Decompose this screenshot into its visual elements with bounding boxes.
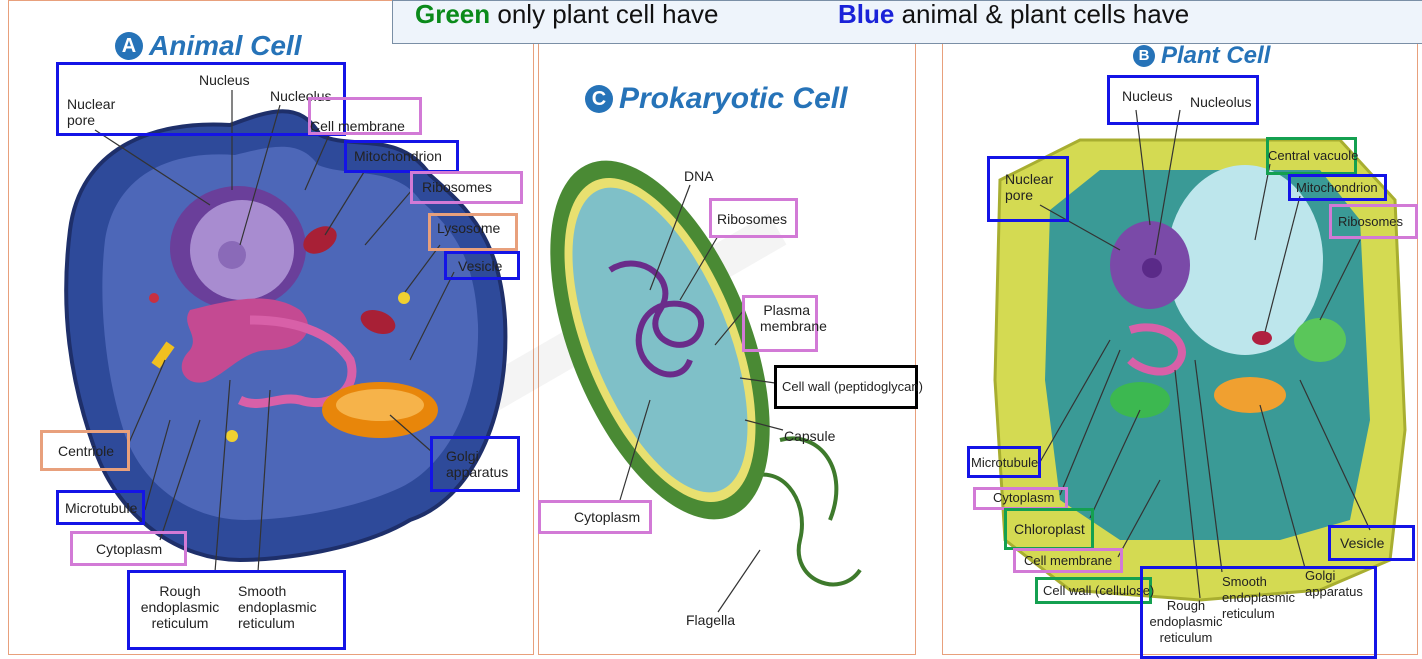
- label-plant-ribosomes: Ribosomes: [1338, 214, 1403, 230]
- prokaryotic-cell-title: CProkaryotic Cell: [585, 82, 847, 116]
- label-animal-smooth-er: Smooth endoplasmic reticulum: [238, 583, 317, 631]
- legend-green-key: Green: [415, 0, 490, 29]
- plant-mitochondrion-drawing: [1252, 331, 1272, 345]
- label-prok-flagella: Flagella: [686, 612, 735, 628]
- animal-badge: A: [115, 32, 143, 60]
- label-animal-golgi: Golgi apparatus: [446, 448, 508, 480]
- label-prok-cell-wall: Cell wall (peptidoglycan): [782, 379, 923, 395]
- label-plant-microtubule: Microtubule: [971, 455, 1038, 471]
- label-plant-chloroplast: Chloroplast: [1014, 521, 1085, 537]
- label-animal-cell-membrane: Cell membrane: [310, 118, 405, 134]
- legend-blue-entry: Blue animal & plant cells have: [838, 0, 1189, 33]
- plant-cell-title: B Plant Cell: [1133, 42, 1270, 70]
- legend-blue-key: Blue: [838, 0, 894, 29]
- color-legend: Green only plant cell have Blue animal &…: [392, 0, 1422, 44]
- plant-title-text: Plant Cell: [1161, 42, 1270, 69]
- label-plant-cytoplasm: Cytoplasm: [993, 490, 1054, 506]
- label-plant-cell-wall: Cell wall (cellulose): [1043, 583, 1154, 599]
- label-plant-central-vacuole: Central vacuole: [1268, 148, 1358, 164]
- label-animal-vesicle: Vesicle: [458, 258, 502, 274]
- label-animal-cytoplasm: Cytoplasm: [96, 541, 162, 557]
- label-plant-cell-membrane: Cell membrane: [1024, 553, 1112, 569]
- label-plant-nuclear-pore: Nuclear pore: [1005, 171, 1053, 203]
- label-animal-lysosome: Lysosome: [437, 220, 500, 236]
- legend-green-text: only plant cell have: [490, 0, 718, 29]
- label-prok-ribosomes: Ribosomes: [717, 211, 787, 227]
- label-plant-vesicle: Vesicle: [1340, 535, 1384, 551]
- label-animal-rough-er: Rough endoplasmic reticulum: [140, 583, 220, 631]
- label-animal-centriole: Centriole: [58, 443, 114, 459]
- chloroplast-drawing-2: [1294, 318, 1346, 362]
- label-plant-nucleus: Nucleus: [1122, 88, 1173, 104]
- label-plant-nucleolus: Nucleolus: [1190, 94, 1251, 110]
- label-prok-dna: DNA: [684, 168, 714, 184]
- plant-nucleolus: [1142, 258, 1162, 278]
- prokaryotic-badge: C: [585, 85, 613, 113]
- label-plant-mitochondrion: Mitochondrion: [1296, 180, 1378, 196]
- animal-nucleolus: [218, 241, 246, 269]
- label-plant-smooth-er: Smooth endoplasmic reticulum: [1222, 574, 1295, 622]
- label-prok-capsule: Capsule: [784, 428, 835, 444]
- prokaryotic-title-text: Prokaryotic Cell: [619, 82, 847, 115]
- label-animal-mitochondrion: Mitochondrion: [354, 148, 442, 164]
- animal-title-text: Animal Cell: [149, 30, 301, 61]
- label-plant-golgi: Golgi apparatus: [1305, 568, 1363, 600]
- label-plant-rough-er: Rough endoplasmic reticulum: [1146, 598, 1226, 646]
- legend-green-entry: Green only plant cell have: [415, 0, 719, 33]
- chloroplast-drawing-1: [1110, 382, 1170, 418]
- label-animal-nucleus: Nucleus: [199, 72, 250, 88]
- label-animal-microtubule: Microtubule: [65, 500, 137, 516]
- label-prok-cytoplasm: Cytoplasm: [574, 509, 640, 525]
- animal-cell-title: AAnimal Cell: [115, 30, 301, 62]
- label-animal-nuclear-pore: Nuclear pore: [67, 96, 115, 128]
- plant-badge: B: [1133, 45, 1155, 67]
- label-prok-plasma-membrane: Plasma membrane: [760, 302, 810, 334]
- label-animal-ribosomes: Ribosomes: [422, 179, 492, 195]
- legend-blue-text: animal & plant cells have: [894, 0, 1189, 29]
- plant-golgi-drawing: [1214, 377, 1286, 413]
